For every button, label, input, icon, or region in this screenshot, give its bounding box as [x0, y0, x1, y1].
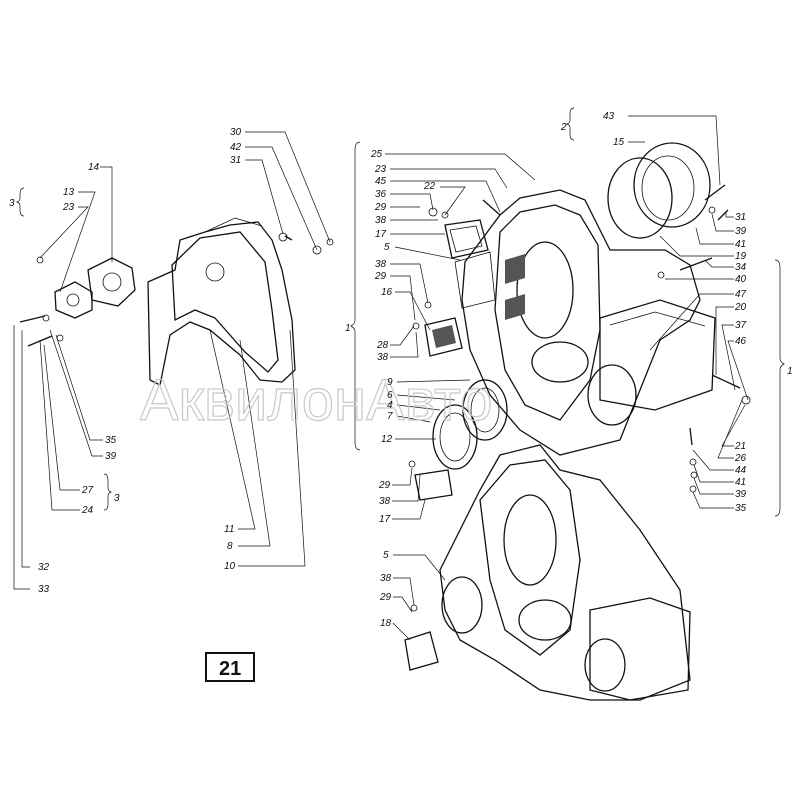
- callout: 38: [375, 215, 387, 226]
- callout: 46: [735, 336, 747, 347]
- callout: 30: [230, 127, 242, 138]
- callout: 2: [560, 122, 567, 133]
- callout: 28: [376, 340, 389, 351]
- callout: 25: [370, 149, 383, 160]
- callout: 10: [224, 561, 236, 572]
- callout: 43: [603, 111, 615, 122]
- callouts-left: 14 3 13 23 35 39 27 3 24 32 33: [9, 162, 120, 595]
- callout: 16: [381, 287, 393, 298]
- bracket-group-2: [565, 107, 575, 141]
- callout: 23: [374, 164, 387, 175]
- callout: 17: [379, 514, 391, 525]
- bracket-group-1-right: [774, 259, 785, 517]
- callout: 37: [735, 320, 747, 331]
- callout: 20: [734, 302, 747, 313]
- callout: 22: [423, 181, 436, 192]
- part-housing-upper: [454, 189, 716, 456]
- callout: 39: [735, 489, 747, 500]
- part-cover-14: [19, 256, 136, 347]
- callout: 8: [227, 541, 233, 552]
- callout: 23: [62, 202, 75, 213]
- callout: 17: [375, 229, 387, 240]
- callout: 27: [81, 485, 94, 496]
- part-cover-16: [412, 301, 463, 357]
- callout: 29: [379, 592, 392, 603]
- callout: 3: [114, 493, 120, 504]
- callout: 38: [379, 496, 391, 507]
- bracket-group-3-top: [15, 187, 25, 217]
- callout: 9: [387, 377, 393, 388]
- part-cover-15: [607, 142, 751, 493]
- callout: 39: [105, 451, 117, 462]
- callout: 14: [88, 162, 100, 173]
- callout: 29: [374, 271, 387, 282]
- part-gaskets: [147, 217, 334, 386]
- callout: 41: [735, 477, 746, 488]
- callout: 39: [735, 226, 747, 237]
- callout: 40: [735, 274, 747, 285]
- callout: 4: [387, 400, 393, 411]
- callout: 32: [38, 562, 50, 573]
- callout: 13: [63, 187, 75, 198]
- callout: 41: [735, 239, 746, 250]
- figure-number: 21: [219, 658, 241, 680]
- callout: 7: [387, 411, 393, 422]
- callout: 5: [383, 550, 389, 561]
- callout: 38: [380, 573, 392, 584]
- callout: 29: [374, 202, 387, 213]
- part-housing-lower: [404, 444, 691, 701]
- callout: 36: [375, 189, 387, 200]
- callout: 19: [735, 251, 747, 262]
- callout: 35: [735, 503, 747, 514]
- part-cover-17: [428, 199, 501, 259]
- callout: 15: [613, 137, 625, 148]
- watermark: АквилонАвто: [140, 368, 492, 433]
- callout: 21: [734, 441, 746, 452]
- callout: 12: [381, 434, 393, 445]
- callout: 24: [81, 505, 94, 516]
- callout: 11: [224, 524, 234, 535]
- callouts-gaskets: 30 42 31 11 8 10: [224, 127, 242, 572]
- callout: 26: [734, 453, 747, 464]
- leader-lines: [13, 115, 749, 641]
- callout: 42: [230, 142, 242, 153]
- callout: 44: [735, 465, 747, 476]
- callout: 33: [38, 584, 50, 595]
- callout: 38: [377, 352, 389, 363]
- callout: 47: [735, 289, 747, 300]
- callout: 34: [735, 262, 747, 273]
- callout: 31: [230, 155, 241, 166]
- callout: 38: [375, 259, 387, 270]
- callouts-right: 2 43 15 31 39 41 19 34 40 47 20 37 46 1 …: [560, 111, 793, 514]
- callout: 1: [345, 323, 351, 334]
- callouts-middle: 25 23 45 22 36 29 38 17 5 38 29 16 28 38…: [345, 149, 436, 629]
- bracket-group-3-bottom: [103, 473, 113, 511]
- part-seals: [432, 379, 508, 470]
- callout: 45: [375, 176, 387, 187]
- callout: 1: [787, 366, 793, 377]
- callout: 31: [735, 212, 746, 223]
- callout: 18: [380, 618, 392, 629]
- callout: 3: [9, 198, 15, 209]
- bracket-group-1-left: [350, 141, 361, 451]
- callout: 29: [378, 480, 391, 491]
- callout: 6: [387, 390, 393, 401]
- callout: 35: [105, 435, 117, 446]
- callout: 5: [384, 242, 390, 253]
- figure-number-box: 21: [205, 652, 255, 682]
